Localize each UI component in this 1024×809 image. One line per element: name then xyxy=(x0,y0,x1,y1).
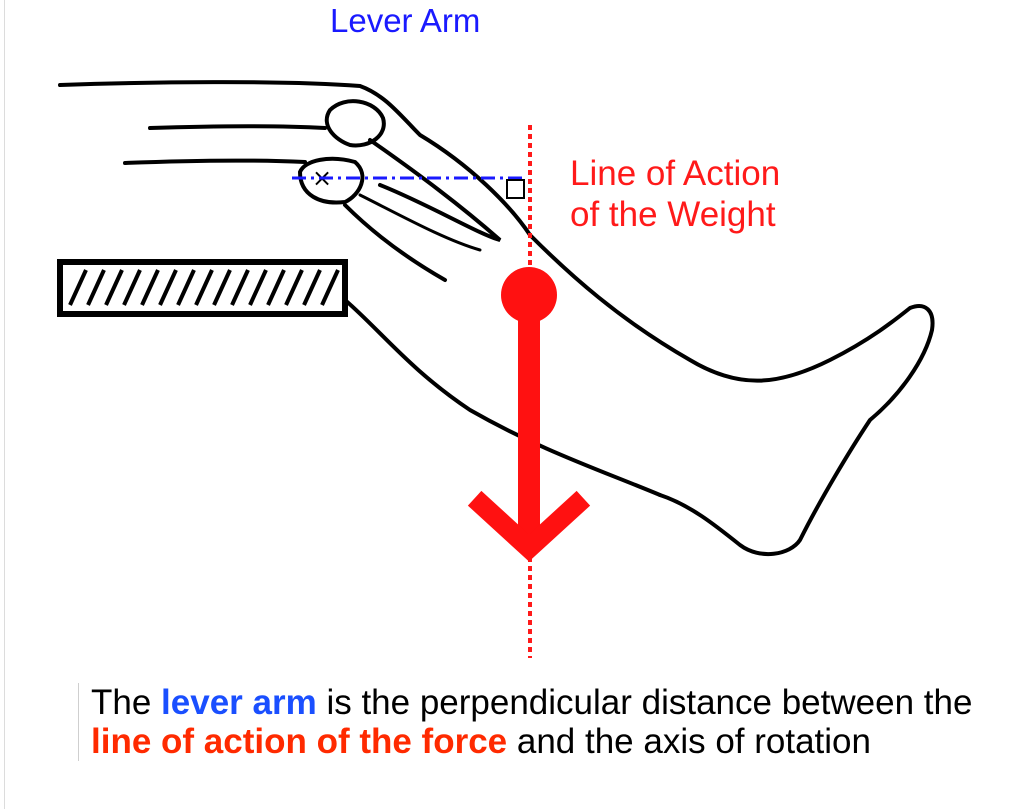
support-hatching xyxy=(68,269,340,306)
caption-text-1: The xyxy=(91,683,162,722)
thigh-contour-line xyxy=(148,124,327,130)
weight-arrow-head xyxy=(467,490,591,562)
line-of-action-label: Line of Action of the Weight xyxy=(570,153,780,235)
lever-arm-title: Lever Arm xyxy=(330,2,481,39)
tibia-inner-line xyxy=(358,193,482,252)
caption-line-of-action-term: line of action of the force xyxy=(91,722,508,761)
right-angle-marker xyxy=(506,179,525,199)
patella-outline xyxy=(324,99,386,148)
calf-outline xyxy=(343,298,662,497)
line-of-action-label-line2: of the Weight xyxy=(570,195,776,234)
thigh-upper-outline xyxy=(58,80,532,237)
caption-text-2: is the perpendicular distance between th… xyxy=(316,683,973,722)
page-left-rule xyxy=(4,0,5,809)
definition-caption: The lever arm is the perpendicular dista… xyxy=(78,683,1021,761)
thigh-contour-line xyxy=(123,158,307,165)
tibia-outline xyxy=(368,138,502,242)
caption-lever-arm-term: lever arm xyxy=(161,683,317,722)
weight-arrow-shaft xyxy=(518,300,540,545)
shin-outline xyxy=(528,233,935,557)
center-of-mass-dot xyxy=(501,267,557,323)
fibula-outline xyxy=(343,203,447,282)
line-of-action-label-line1: Line of Action xyxy=(570,154,781,193)
femur-end-outline xyxy=(297,156,365,205)
caption-text-3: and the axis of rotation xyxy=(507,722,871,761)
